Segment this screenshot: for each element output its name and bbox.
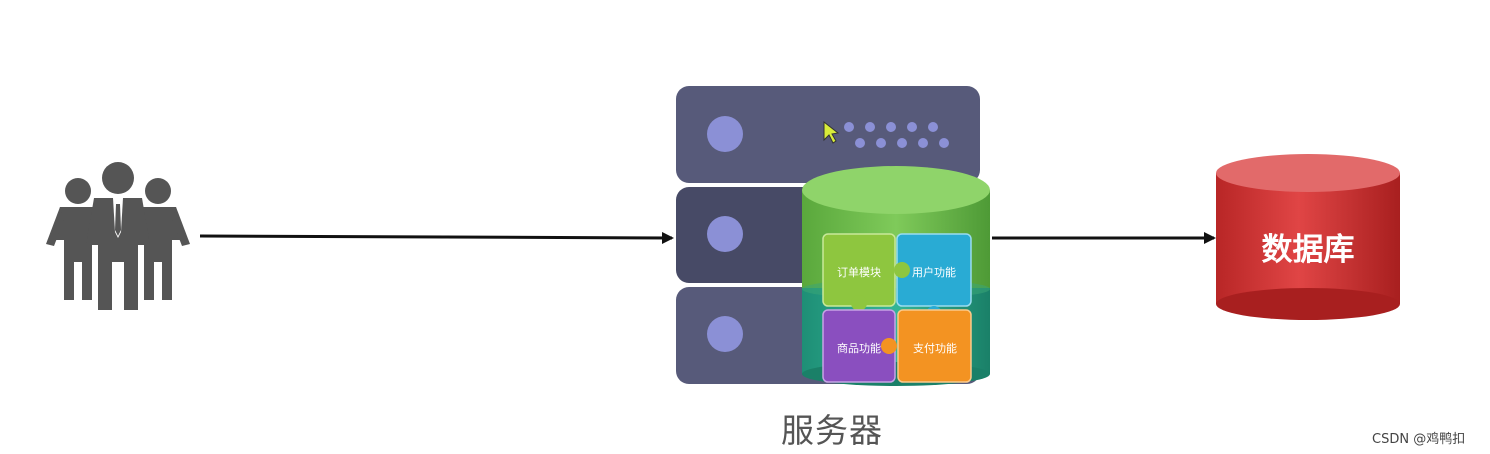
arrow-users-to-server <box>199 231 674 244</box>
module-order-label: 订单模块 <box>837 266 881 279</box>
watermark: CSDN @鸡鸭扣 <box>1372 432 1466 447</box>
server-led-bottom <box>707 316 743 352</box>
module-payment-label: 支付功能 <box>913 342 957 355</box>
users-group-icon <box>46 162 190 310</box>
server-label: 服务器 <box>781 411 883 450</box>
module-product-piece <box>822 309 897 383</box>
server-led-middle <box>707 216 743 252</box>
module-user-piece <box>894 233 972 322</box>
server-led-top <box>707 116 743 152</box>
module-order-piece <box>822 233 896 311</box>
database-icon <box>1216 154 1400 320</box>
module-product-label: 商品功能 <box>837 342 881 355</box>
module-payment-piece <box>897 309 972 383</box>
server-vent-dots <box>844 122 949 148</box>
module-user-label: 用户功能 <box>912 266 956 279</box>
cursor-icon <box>823 120 840 144</box>
database-label: 数据库 <box>1261 232 1355 268</box>
